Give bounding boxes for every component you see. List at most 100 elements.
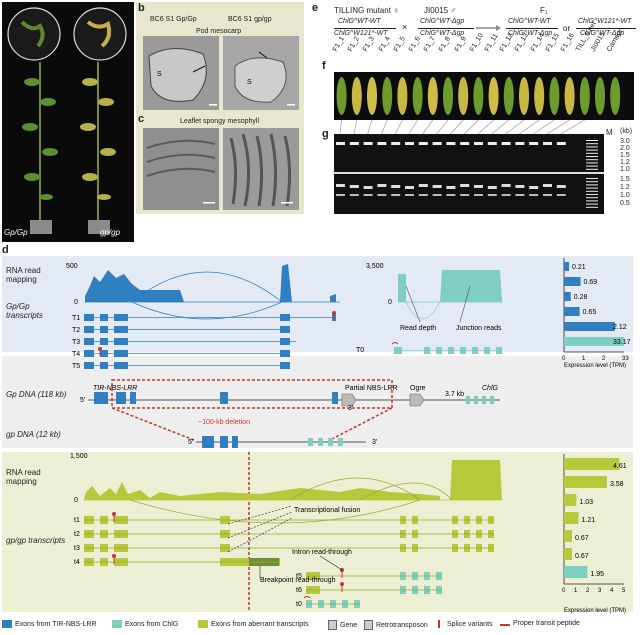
gel-tick-bottom-3: 0.5 <box>620 200 630 207</box>
legend-swatch-3 <box>328 620 337 630</box>
marker-band-top-8 <box>586 165 598 167</box>
gel-band-top-15 <box>543 142 552 145</box>
partial-nbs-lrr-label: Partial NBS-LRR <box>345 385 398 392</box>
gel-band-top-7 <box>432 142 442 145</box>
y-0: 0 <box>74 299 78 306</box>
expr-value-t3: 1.03 <box>579 499 593 506</box>
y-0-b: 0 <box>388 299 392 306</box>
pod-7 <box>443 77 453 115</box>
transcript-t1: t1 <box>74 517 80 524</box>
gel-band-top-10 <box>474 142 483 145</box>
expr-bar-T1 <box>564 262 570 271</box>
gel-band-bottom2-0 <box>336 194 345 196</box>
y-500: 500 <box>66 263 78 270</box>
pod-label-4: F1_5 <box>392 35 407 53</box>
expr-value-t5: 0.67 <box>575 535 589 542</box>
chlg-label: ChlG <box>482 385 499 392</box>
gel-band-bottom2-5 <box>405 194 414 196</box>
ogre-label: Ogre <box>410 385 426 392</box>
gel-band-top-6 <box>418 142 428 145</box>
expr-bar-T2 <box>564 277 581 286</box>
pod-9 <box>473 77 484 115</box>
expr-tick-1: 1 <box>582 356 586 362</box>
gel-band-bottom-9 <box>460 184 470 187</box>
expr-value-t0: 1.95 <box>590 571 604 578</box>
pod-2 <box>367 77 377 115</box>
expr-value-T4: 0.65 <box>583 309 597 316</box>
gel-band-bottom2-11 <box>487 194 497 196</box>
transcript-T5: T5 <box>72 363 80 370</box>
expr-bar-T5 <box>564 322 615 331</box>
gel-band-top-5 <box>405 142 414 145</box>
gel-band-bottom-8 <box>446 186 456 189</box>
gpgp-transcripts-label: Gp/Gp transcripts <box>6 302 43 320</box>
panel-b-pod-label: Pod mesocarp <box>196 28 242 35</box>
dna-small-3prime: 3′ <box>372 439 378 446</box>
pod-13 <box>534 77 545 115</box>
gel-tick-bottom-2: 1.0 <box>620 192 630 199</box>
gel-tick-top-4: 1.0 <box>620 166 630 173</box>
legend-label-6: Proper transit peptide <box>513 620 580 627</box>
gel-band-bottom-5 <box>405 186 414 189</box>
pod-8 <box>458 77 469 115</box>
transcript-T1: T1 <box>72 315 80 322</box>
gel-band-top-4 <box>391 142 401 145</box>
gel-band-bottom2-4 <box>391 194 401 196</box>
coverage-track-gpgp <box>84 460 502 524</box>
gel-band-bottom-0 <box>336 184 345 187</box>
y-0-c: 0 <box>74 497 78 504</box>
dna-small-5prime: 5′ <box>188 439 194 446</box>
expr-value-T5: 2.12 <box>613 324 627 331</box>
gel-band-bottom2-6 <box>418 194 428 196</box>
gel-band-bottom2-14 <box>529 194 539 196</box>
genotype-3-line <box>506 28 558 29</box>
expr-tick-0: 0 <box>562 356 566 362</box>
gel-marker-label: M <box>606 128 613 137</box>
gel-band-top-14 <box>529 142 539 145</box>
legend-label-5: Splice variants <box>447 620 493 628</box>
tem-image-b: S S <box>143 36 299 110</box>
cross-symbol: × <box>402 22 408 32</box>
expr-tick-5: 5 <box>622 588 626 594</box>
dna-5prime: 5′ <box>80 397 86 404</box>
panel-c-label: c <box>138 113 145 125</box>
legend-item-4: Retrotransposon <box>364 620 428 630</box>
genotype-2b: ChlG^WT-Δgp <box>420 30 465 37</box>
genotype-2a: ChlG^WT-Δgp <box>420 18 465 25</box>
pod-label-3: F1_4 <box>377 35 392 53</box>
coverage-track-chlg <box>398 270 502 323</box>
marker-band-bottom-3 <box>586 187 598 189</box>
marker-band-top-1 <box>586 143 598 145</box>
pod-label-2: F1_3 <box>362 35 377 53</box>
legend-label-1: Exons from ChlG <box>125 620 179 628</box>
marker-band-bottom-2 <box>586 184 598 186</box>
expr-value-t6: 0.67 <box>575 553 589 560</box>
gel-tick-top-3: 1.2 <box>620 159 630 166</box>
legend-label-3: Gene <box>340 621 358 629</box>
genotype-1a: ChlG^WT-WT <box>338 18 381 25</box>
pod-16 <box>579 77 590 115</box>
panel-f-label: f <box>322 60 326 72</box>
gel-band-top-3 <box>377 142 387 145</box>
transcript-t5: t5 <box>296 573 302 580</box>
gel-band-bottom-12 <box>501 184 511 187</box>
expr-tick-2: 2 <box>602 356 606 362</box>
gel-band-top-8 <box>446 142 456 145</box>
pod-4 <box>397 77 408 115</box>
marker-band-bottom-7 <box>586 200 598 202</box>
pod-label-6: F1_7 <box>423 35 438 53</box>
plant-left-label: Gp/Gp <box>4 228 28 237</box>
gel-band-top-13 <box>515 142 525 145</box>
pod-3 <box>382 77 393 115</box>
marker-band-top-4 <box>586 152 598 154</box>
pod-14 <box>549 77 560 115</box>
gel-band-bottom-2 <box>363 186 373 189</box>
transcript-t0-gp: t0 <box>296 601 302 608</box>
expr-bar-T4 <box>564 307 580 316</box>
pod-label-7: F1_8 <box>438 35 453 53</box>
marker-band-bottom-8 <box>586 203 598 205</box>
legend-label-2: Exons from aberrant transcripts <box>211 620 309 628</box>
deletion-box <box>111 379 393 409</box>
gel-band-bottom2-12 <box>501 194 511 196</box>
